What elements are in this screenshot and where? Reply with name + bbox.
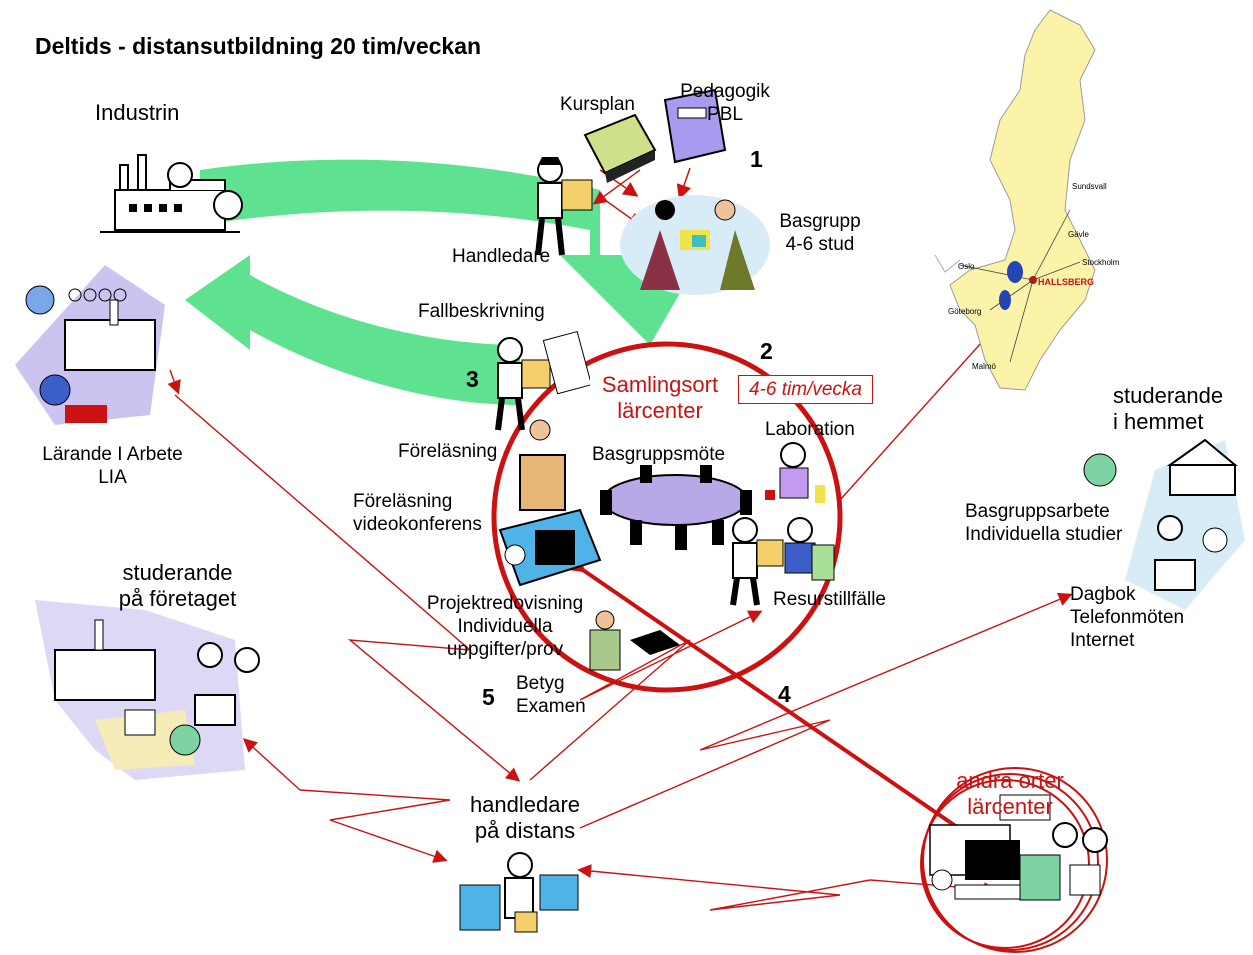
map-city-oslo: Oslo bbox=[958, 262, 975, 271]
notebook-icon bbox=[663, 88, 727, 164]
lia-illustration bbox=[15, 265, 165, 425]
home-student-illustration bbox=[1083, 438, 1245, 610]
step-number-2: 2 bbox=[760, 338, 773, 364]
map-city-stockholm: Stockholm bbox=[1082, 258, 1120, 267]
step-number-5: 5 bbox=[482, 684, 495, 710]
map-city-malmo: Malmö bbox=[972, 362, 997, 371]
link-center-andra-orter bbox=[542, 533, 1012, 865]
factory-icon bbox=[100, 154, 243, 233]
other-center-illustration bbox=[929, 794, 1108, 901]
step-number-3: 3 bbox=[466, 366, 479, 392]
map-city-sundsvall: Sundsvall bbox=[1072, 182, 1107, 191]
diagram-title: Deltids - distansutbildning 20 tim/vecka… bbox=[35, 33, 482, 59]
resource-person-icon bbox=[784, 517, 835, 581]
computer-icon bbox=[498, 508, 602, 587]
worker-icon bbox=[535, 157, 593, 256]
label-forelasning: Föreläsning bbox=[398, 441, 498, 462]
step-number-1: 1 bbox=[750, 146, 763, 172]
flow-arrow-center-to-lia bbox=[185, 255, 520, 405]
label-basgruppsmote: Basgruppsmöte bbox=[592, 444, 726, 465]
step-number-4: 4 bbox=[778, 681, 791, 707]
sweden-map bbox=[934, 9, 1096, 391]
map-city-hallsberg: HALLSBERG bbox=[1038, 277, 1094, 287]
label-kursplan: Kursplan bbox=[560, 94, 635, 115]
book-icon bbox=[583, 113, 657, 183]
meeting-table-icon bbox=[600, 465, 752, 550]
map-city-goteborg: Göteborg bbox=[948, 307, 982, 316]
label-handledare: Handledare bbox=[452, 246, 551, 267]
lab-icon bbox=[765, 442, 825, 503]
graduation-icon bbox=[589, 610, 680, 671]
lecturer-icon bbox=[519, 419, 566, 511]
label-resurstillfalle: Resurstillfälle bbox=[773, 589, 886, 610]
label-industrin: Industrin bbox=[95, 100, 180, 125]
meeting-icon bbox=[620, 195, 770, 295]
remote-supervisor-icon bbox=[459, 852, 579, 933]
label-laboration: Laboration bbox=[765, 419, 855, 440]
worker-icon-2 bbox=[495, 330, 593, 431]
label-fallbeskrivning: Fallbeskrivning bbox=[418, 301, 545, 322]
label-tim-vecka: 4-6 tim/vecka bbox=[738, 375, 873, 404]
company-student-illustration bbox=[35, 600, 260, 780]
worker-icon-3 bbox=[730, 517, 784, 606]
map-city-gavle: Gävle bbox=[1068, 230, 1089, 239]
